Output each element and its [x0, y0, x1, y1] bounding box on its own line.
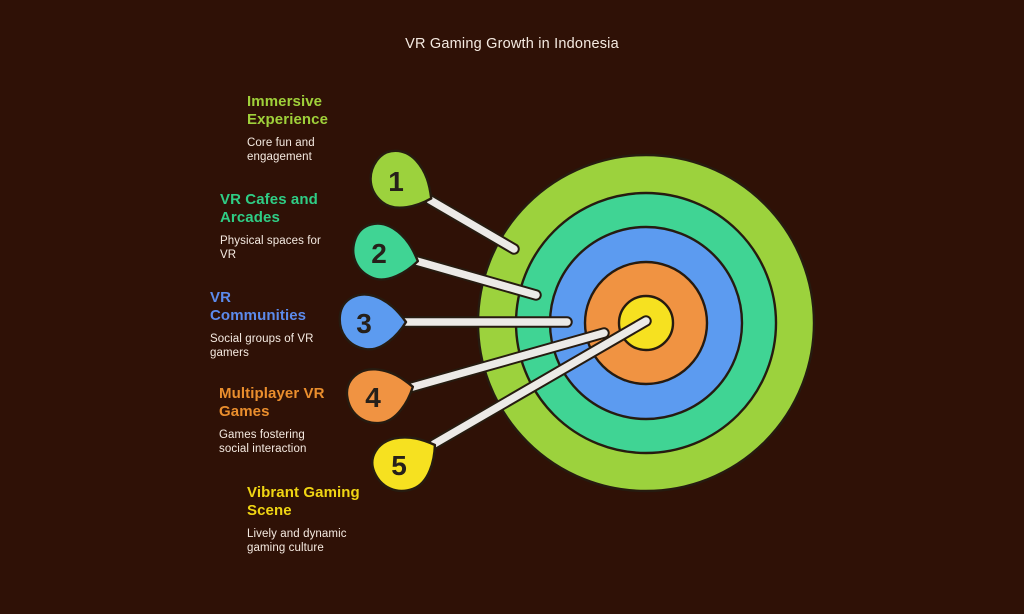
marker-number-5: 5: [391, 450, 407, 481]
marker-pin-shape-5: [371, 436, 437, 493]
connector-line-5: [428, 315, 652, 450]
marker-pin-2: 2: [352, 222, 420, 281]
item-heading-5: Vibrant Gaming Scene: [247, 484, 360, 519]
markers: 1 2 3 4 5: [338, 149, 437, 493]
marker-number-4: 4: [365, 382, 381, 413]
item-label-5: Vibrant Gaming Scene Lively and dynamic …: [247, 484, 387, 555]
marker-pin-shape-1: [369, 149, 433, 209]
item-label-2: VR Cafes and Arcades Physical spaces for…: [220, 191, 360, 262]
marker-pin-shape-3: [338, 293, 408, 351]
marker-pin-1: 1: [369, 149, 433, 209]
item-label-4: Multiplayer VR Games Games fostering soc…: [219, 385, 359, 456]
item-label-1: Immersive Experience Core fun and engage…: [247, 93, 387, 164]
marker-pin-3: 3: [338, 293, 408, 351]
marker-number-2: 2: [371, 238, 387, 269]
item-heading-3: VR Communities: [210, 289, 307, 324]
item-heading-1: Immersive Experience: [247, 93, 329, 128]
connector-lines: [395, 194, 652, 450]
item-description-2: Physical spaces for VR: [220, 235, 321, 261]
item-description-5: Lively and dynamic gaming culture: [247, 528, 347, 554]
item-label-3: VR Communities Social groups of VR gamer…: [210, 289, 350, 360]
marker-pin-5: 5: [371, 436, 437, 493]
item-heading-4: Multiplayer VR Games: [219, 385, 325, 420]
marker-pin-4: 4: [345, 368, 415, 425]
marker-pin-shape-4: [345, 368, 415, 425]
page-title: VR Gaming Growth in Indonesia: [405, 36, 619, 52]
connector-line-1: [424, 194, 520, 255]
marker-pin-shape-2: [352, 222, 420, 281]
marker-number-3: 3: [356, 308, 372, 339]
connector-line-2: [407, 254, 542, 301]
item-description-3: Social groups of VR gamers: [210, 333, 314, 359]
connector-line-4: [403, 327, 610, 394]
marker-number-1: 1: [388, 166, 404, 197]
item-heading-2: VR Cafes and Arcades: [220, 191, 318, 226]
item-description-1: Core fun and engagement: [247, 137, 315, 163]
item-description-4: Games fostering social interaction: [219, 429, 307, 455]
